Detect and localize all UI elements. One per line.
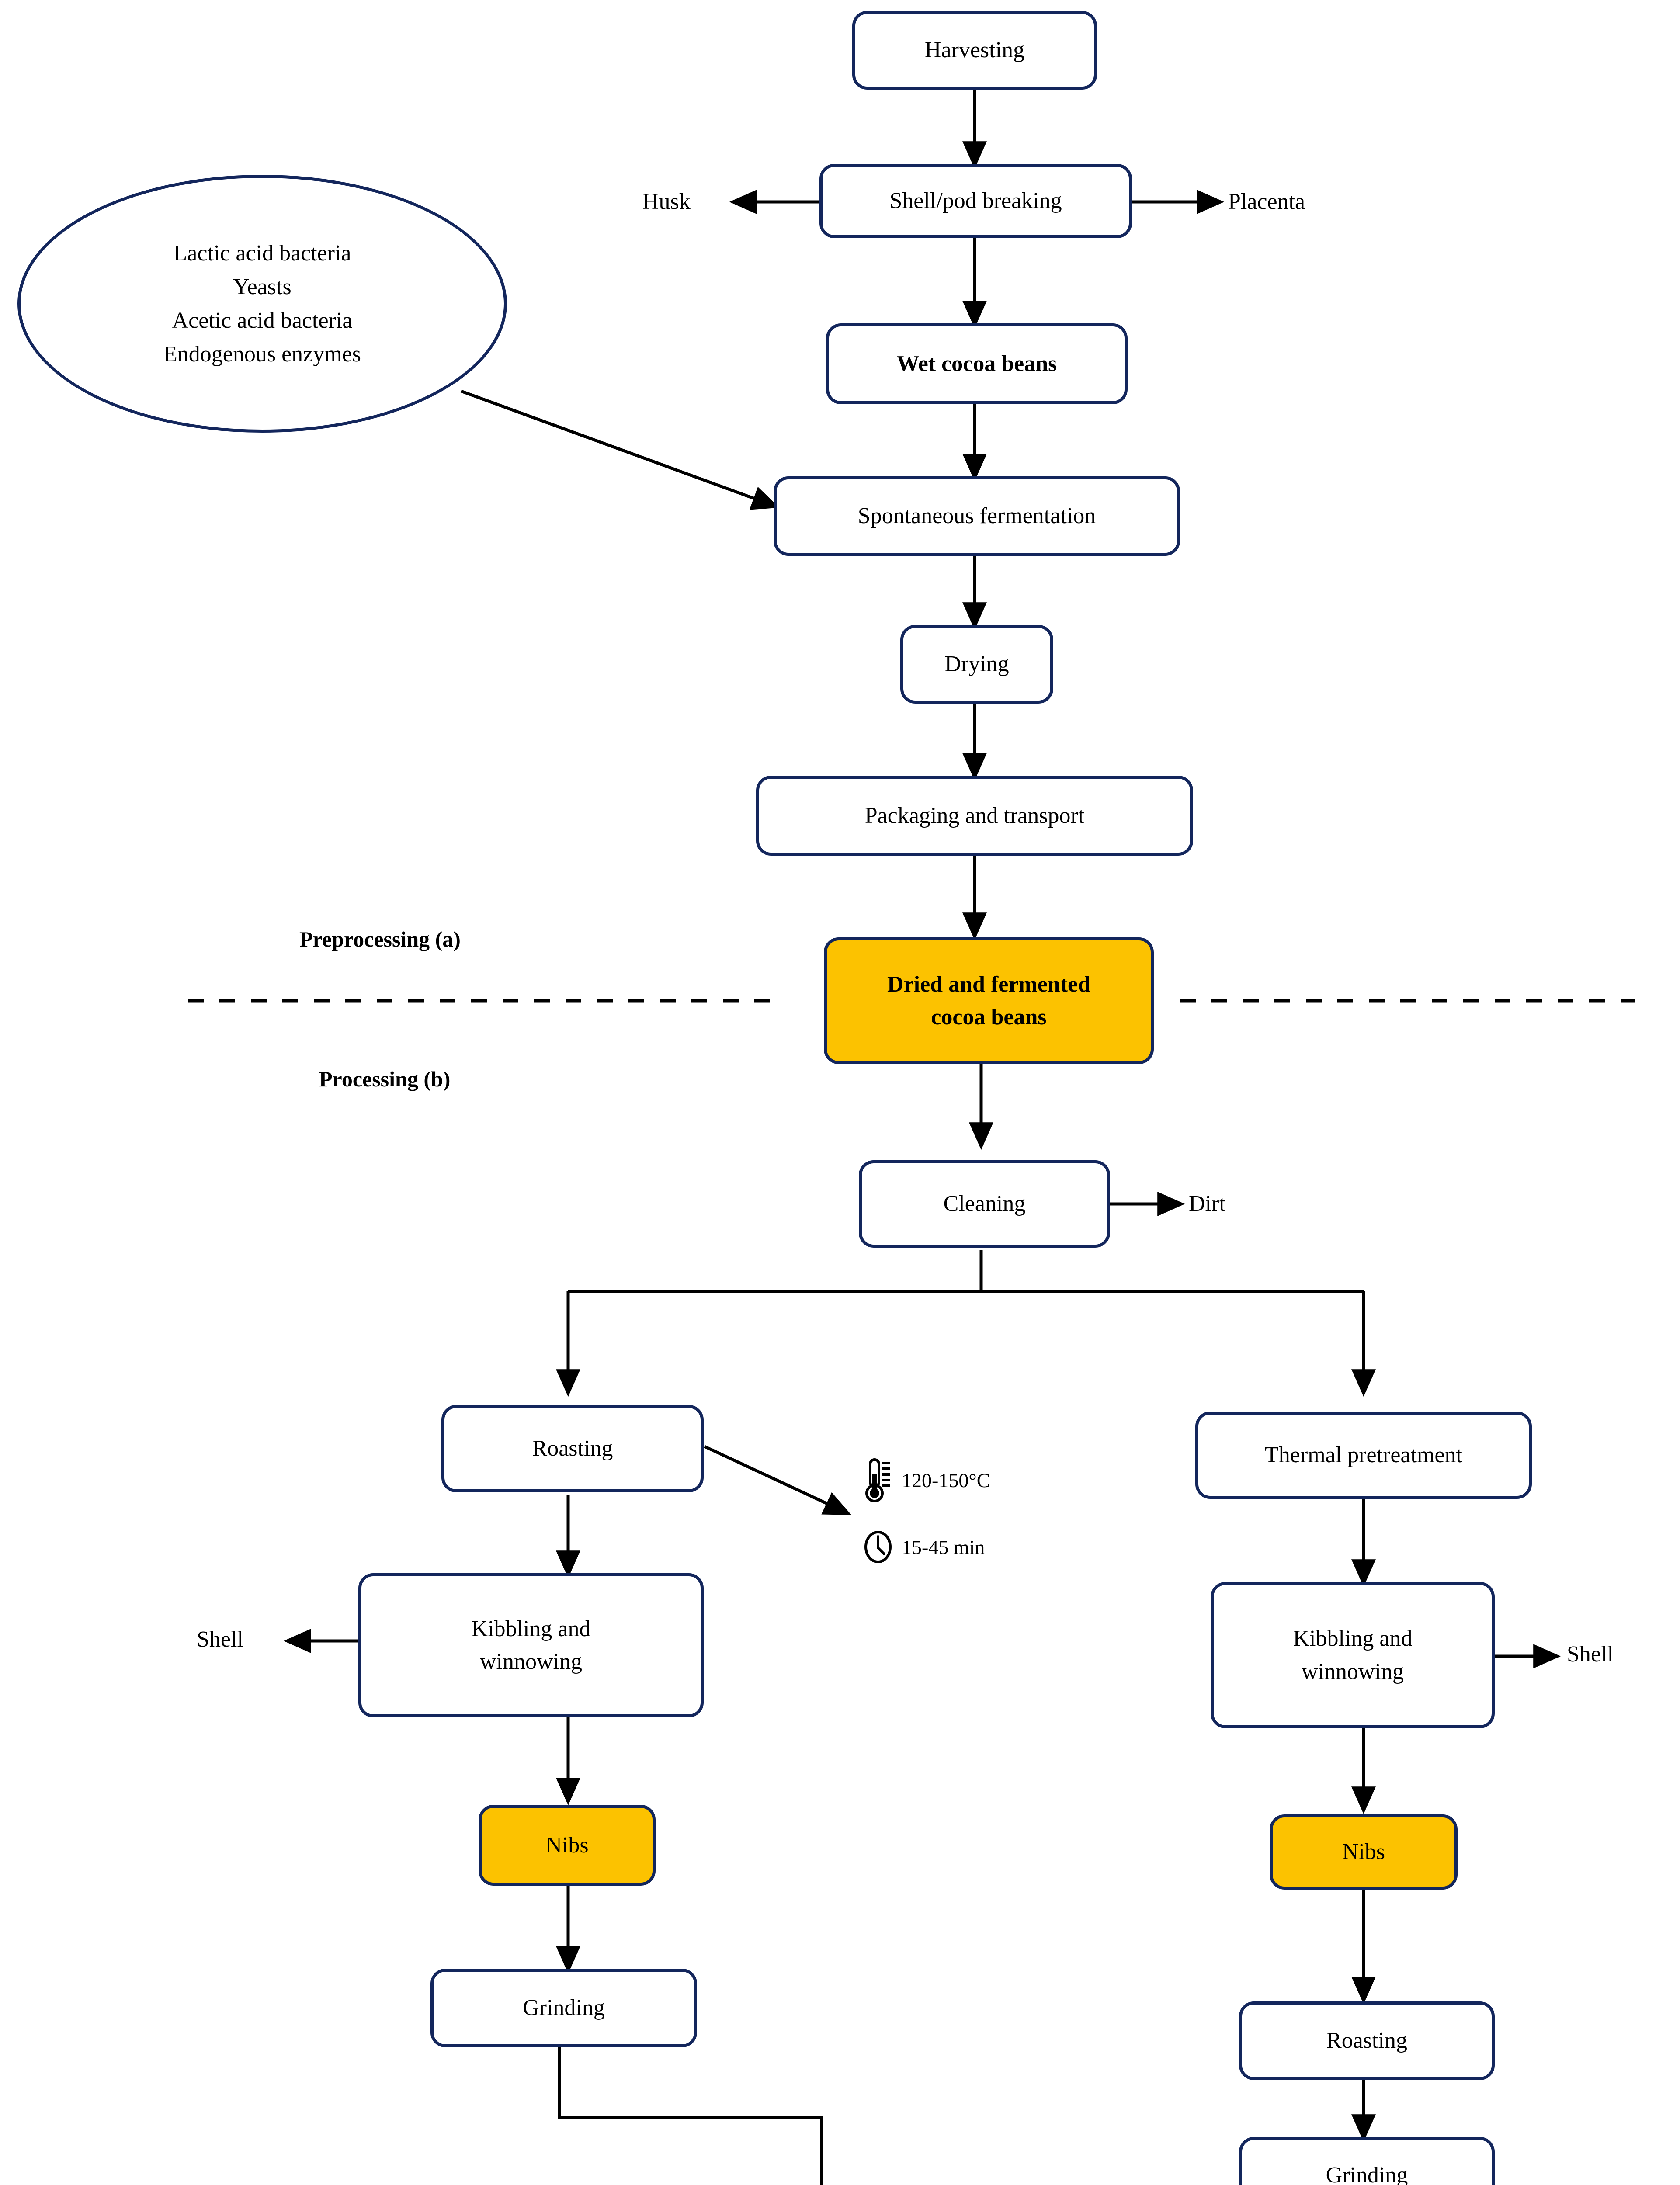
kibbling-left-line-1: Kibbling and [471, 1616, 591, 1641]
node-harvesting[interactable]: Harvesting [852, 11, 1097, 90]
clock-icon [864, 1531, 892, 1563]
roasting-time-condition: 15-45 min [863, 1530, 985, 1564]
thermometer-icon [865, 1458, 890, 1502]
node-dried-and-fermented-cocoa-beans[interactable]: Dried and fermented cocoa beans [824, 937, 1154, 1064]
node-kibbling-winnowing-left[interactable]: Kibbling and winnowing [358, 1573, 704, 1717]
kibbling-right-line-2: winnowing [1302, 1659, 1404, 1684]
section-label-preprocessing: Preprocessing (a) [299, 927, 461, 951]
kibbling-left-line-2: winnowing [480, 1649, 582, 1674]
roasting-time-label: 15-45 min [902, 1536, 985, 1558]
output-dirt-label: Dirt [1189, 1191, 1225, 1216]
arrow-roastingleft-to-conditions [704, 1445, 852, 1515]
agent-yeasts: Yeasts [233, 274, 292, 299]
node-wet-cocoa-beans[interactable]: Wet cocoa beans [826, 323, 1128, 404]
arrow-grindingleft-to-cocoamass [558, 2045, 823, 2185]
node-nibs-right[interactable]: Nibs [1270, 1814, 1458, 1890]
kibbling-right-line-1: Kibbling and [1293, 1626, 1413, 1651]
output-placenta-label: Placenta [1228, 189, 1305, 214]
node-spontaneous-fermentation[interactable]: Spontaneous fermentation [774, 476, 1180, 556]
arrow-agents-to-fermentation [460, 389, 780, 510]
roasting-temperature-label: 120-150°C [902, 1469, 990, 1491]
node-kibbling-winnowing-right[interactable]: Kibbling and winnowing [1211, 1582, 1495, 1728]
node-roasting-right[interactable]: Roasting [1239, 2001, 1495, 2080]
agent-endogenous-enzymes: Endogenous enzymes [163, 342, 361, 367]
node-shell-pod-breaking[interactable]: Shell/pod breaking [819, 164, 1132, 238]
output-shell-right-label: Shell [1567, 1642, 1614, 1667]
dried-beans-line-1: Dried and fermented [887, 971, 1091, 997]
node-cleaning[interactable]: Cleaning [859, 1160, 1110, 1248]
roasting-temperature-condition: 120-150°C [863, 1457, 990, 1503]
output-husk-label: Husk [642, 189, 691, 214]
node-grinding-right[interactable]: Grinding [1239, 2137, 1495, 2185]
section-label-processing: Processing (b) [319, 1067, 451, 1091]
node-grinding-left[interactable]: Grinding [430, 1969, 697, 2047]
agent-lactic-acid-bacteria: Lactic acid bacteria [173, 241, 351, 266]
dried-beans-line-2: cocoa beans [931, 1005, 1047, 1030]
node-drying[interactable]: Drying [900, 625, 1053, 704]
node-roasting-left[interactable]: Roasting [441, 1405, 704, 1492]
fermentation-agents-ellipse: Lactic acid bacteria Yeasts Acetic acid … [17, 175, 507, 433]
node-packaging-and-transport[interactable]: Packaging and transport [756, 776, 1193, 856]
agent-acetic-acid-bacteria: Acetic acid bacteria [172, 308, 353, 333]
node-nibs-left[interactable]: Nibs [479, 1805, 656, 1886]
node-thermal-pretreatment[interactable]: Thermal pretreatment [1195, 1412, 1532, 1499]
output-shell-left-label: Shell [197, 1627, 243, 1652]
